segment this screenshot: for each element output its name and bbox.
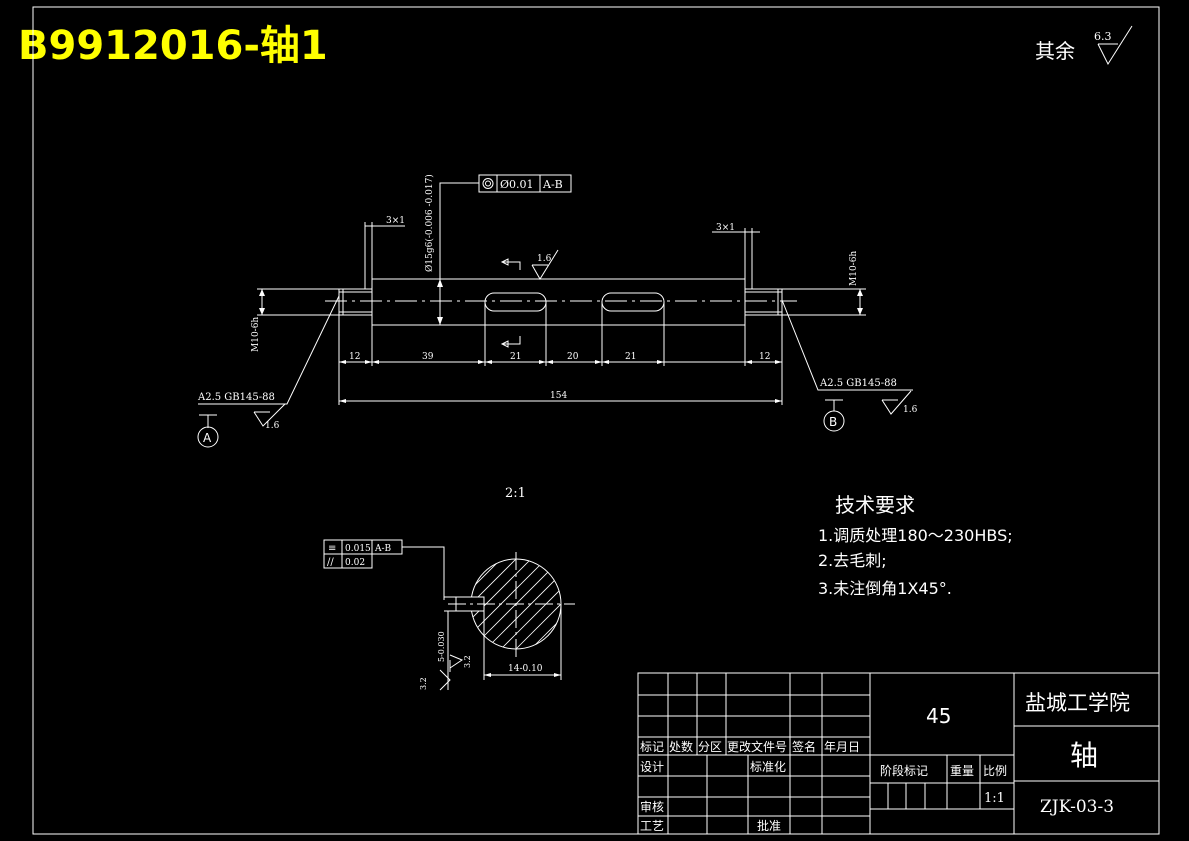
runout-value: Ø0.01 bbox=[500, 178, 534, 191]
par-tol-value: 0.02 bbox=[345, 558, 365, 568]
rough-left: 1.6 bbox=[265, 421, 280, 431]
hdr-sign: 签名 bbox=[792, 739, 816, 754]
section-scale: 2:1 bbox=[505, 486, 526, 501]
title-block: 标记 处数 分区 更改文件号 签名 年月日 设计 标准化 审核 工艺 批准 45… bbox=[637, 672, 1160, 835]
datum-a: A bbox=[203, 431, 212, 445]
thread-left: M10-6h bbox=[251, 317, 261, 352]
section-view: 2:1 ≡ 0.015 A-B // bbox=[323, 486, 575, 691]
tb-ratio: 比例 bbox=[983, 764, 1007, 778]
tb-weight: 重量 bbox=[950, 764, 974, 778]
dim-12-right: 12 bbox=[759, 352, 770, 362]
front-view: 1.6 Ø0.01 A-B Ø15g6(-0.006 -0.017) 3×1 3… bbox=[197, 174, 918, 448]
tb-drawing-no: ZJK-03-3 bbox=[1040, 797, 1114, 817]
dia-main: Ø15g6(-0.006 -0.017) bbox=[424, 174, 435, 272]
chamfer-right: 3×1 bbox=[716, 223, 735, 233]
keyway-2 bbox=[601, 292, 665, 312]
center-hole-left: A2.5 GB145-88 bbox=[197, 392, 275, 403]
hdr-zone: 分区 bbox=[698, 740, 722, 754]
tb-school: 盐城工学院 bbox=[1025, 691, 1130, 715]
tb-craft: 工艺 bbox=[640, 819, 664, 833]
runout-datum: A-B bbox=[542, 178, 563, 191]
tb-approve: 批准 bbox=[757, 818, 781, 833]
drawing-title: B9912016-轴1 bbox=[18, 23, 328, 69]
depth-dim: 14-0.10 bbox=[508, 664, 543, 674]
chamfer-left: 3×1 bbox=[386, 216, 405, 226]
tb-design: 设计 bbox=[640, 760, 664, 774]
hdr-date: 年月日 bbox=[824, 740, 860, 754]
shaft-right-end bbox=[744, 288, 783, 316]
rough-section-1: 3.2 bbox=[463, 655, 472, 668]
dim-39: 39 bbox=[422, 352, 434, 362]
dim-21-b: 21 bbox=[625, 352, 636, 362]
sym-tol-datum: A-B bbox=[374, 544, 392, 554]
center-hole-right: A2.5 GB145-88 bbox=[819, 378, 897, 389]
keyway-1 bbox=[484, 292, 547, 312]
hdr-change: 更改文件号 bbox=[727, 739, 787, 754]
shaft-main-body bbox=[371, 278, 746, 326]
tech-req-item-3: 3.未注倒角1X45°. bbox=[818, 579, 952, 598]
roughness-top: 1.6 bbox=[537, 254, 552, 264]
roughness-note-label: 其余 bbox=[1035, 39, 1075, 63]
dim-overall: 154 bbox=[550, 391, 567, 401]
datum-b: B bbox=[829, 415, 837, 429]
tech-req-item-1: 1.调质处理180～230HBS; bbox=[818, 526, 1013, 545]
tb-review: 审核 bbox=[640, 799, 664, 814]
dim-21-a: 21 bbox=[510, 352, 521, 362]
tb-part-name: 轴 bbox=[1070, 739, 1098, 772]
tech-req-item-2: 2.去毛刺; bbox=[818, 551, 887, 570]
dim-12-left: 12 bbox=[349, 352, 360, 362]
hdr-count: 处数 bbox=[669, 739, 693, 754]
roughness-note-value: 6.3 bbox=[1094, 30, 1112, 43]
tb-material: 45 bbox=[926, 704, 951, 728]
dim-20: 20 bbox=[567, 352, 579, 362]
rough-right: 1.6 bbox=[903, 405, 918, 415]
hdr-mark: 标记 bbox=[640, 740, 664, 754]
roughness-note: 其余 6.3 bbox=[1035, 25, 1133, 66]
svg-text:≡: ≡ bbox=[328, 543, 336, 554]
key-width-dim: 5-0.030 bbox=[437, 631, 446, 662]
tb-standard: 标准化 bbox=[750, 760, 786, 774]
tech-req-title: 技术要求 bbox=[835, 493, 915, 517]
svg-text://: // bbox=[327, 557, 334, 568]
drawing-frame bbox=[32, 6, 1160, 835]
sym-tol-value: 0.015 bbox=[345, 544, 371, 554]
shaft-left-end bbox=[338, 288, 373, 316]
rough-section-2: 3.2 bbox=[419, 677, 428, 690]
thread-right: M10-6h bbox=[849, 251, 859, 286]
tb-stage: 阶段标记 bbox=[880, 763, 928, 778]
runout-tolerance: Ø0.01 A-B bbox=[439, 174, 572, 279]
tb-scale-value: 1:1 bbox=[984, 791, 1005, 806]
tech-requirements: 技术要求 1.调质处理180～230HBS; 2.去毛刺; 3.未注倒角1X45… bbox=[818, 493, 1013, 598]
